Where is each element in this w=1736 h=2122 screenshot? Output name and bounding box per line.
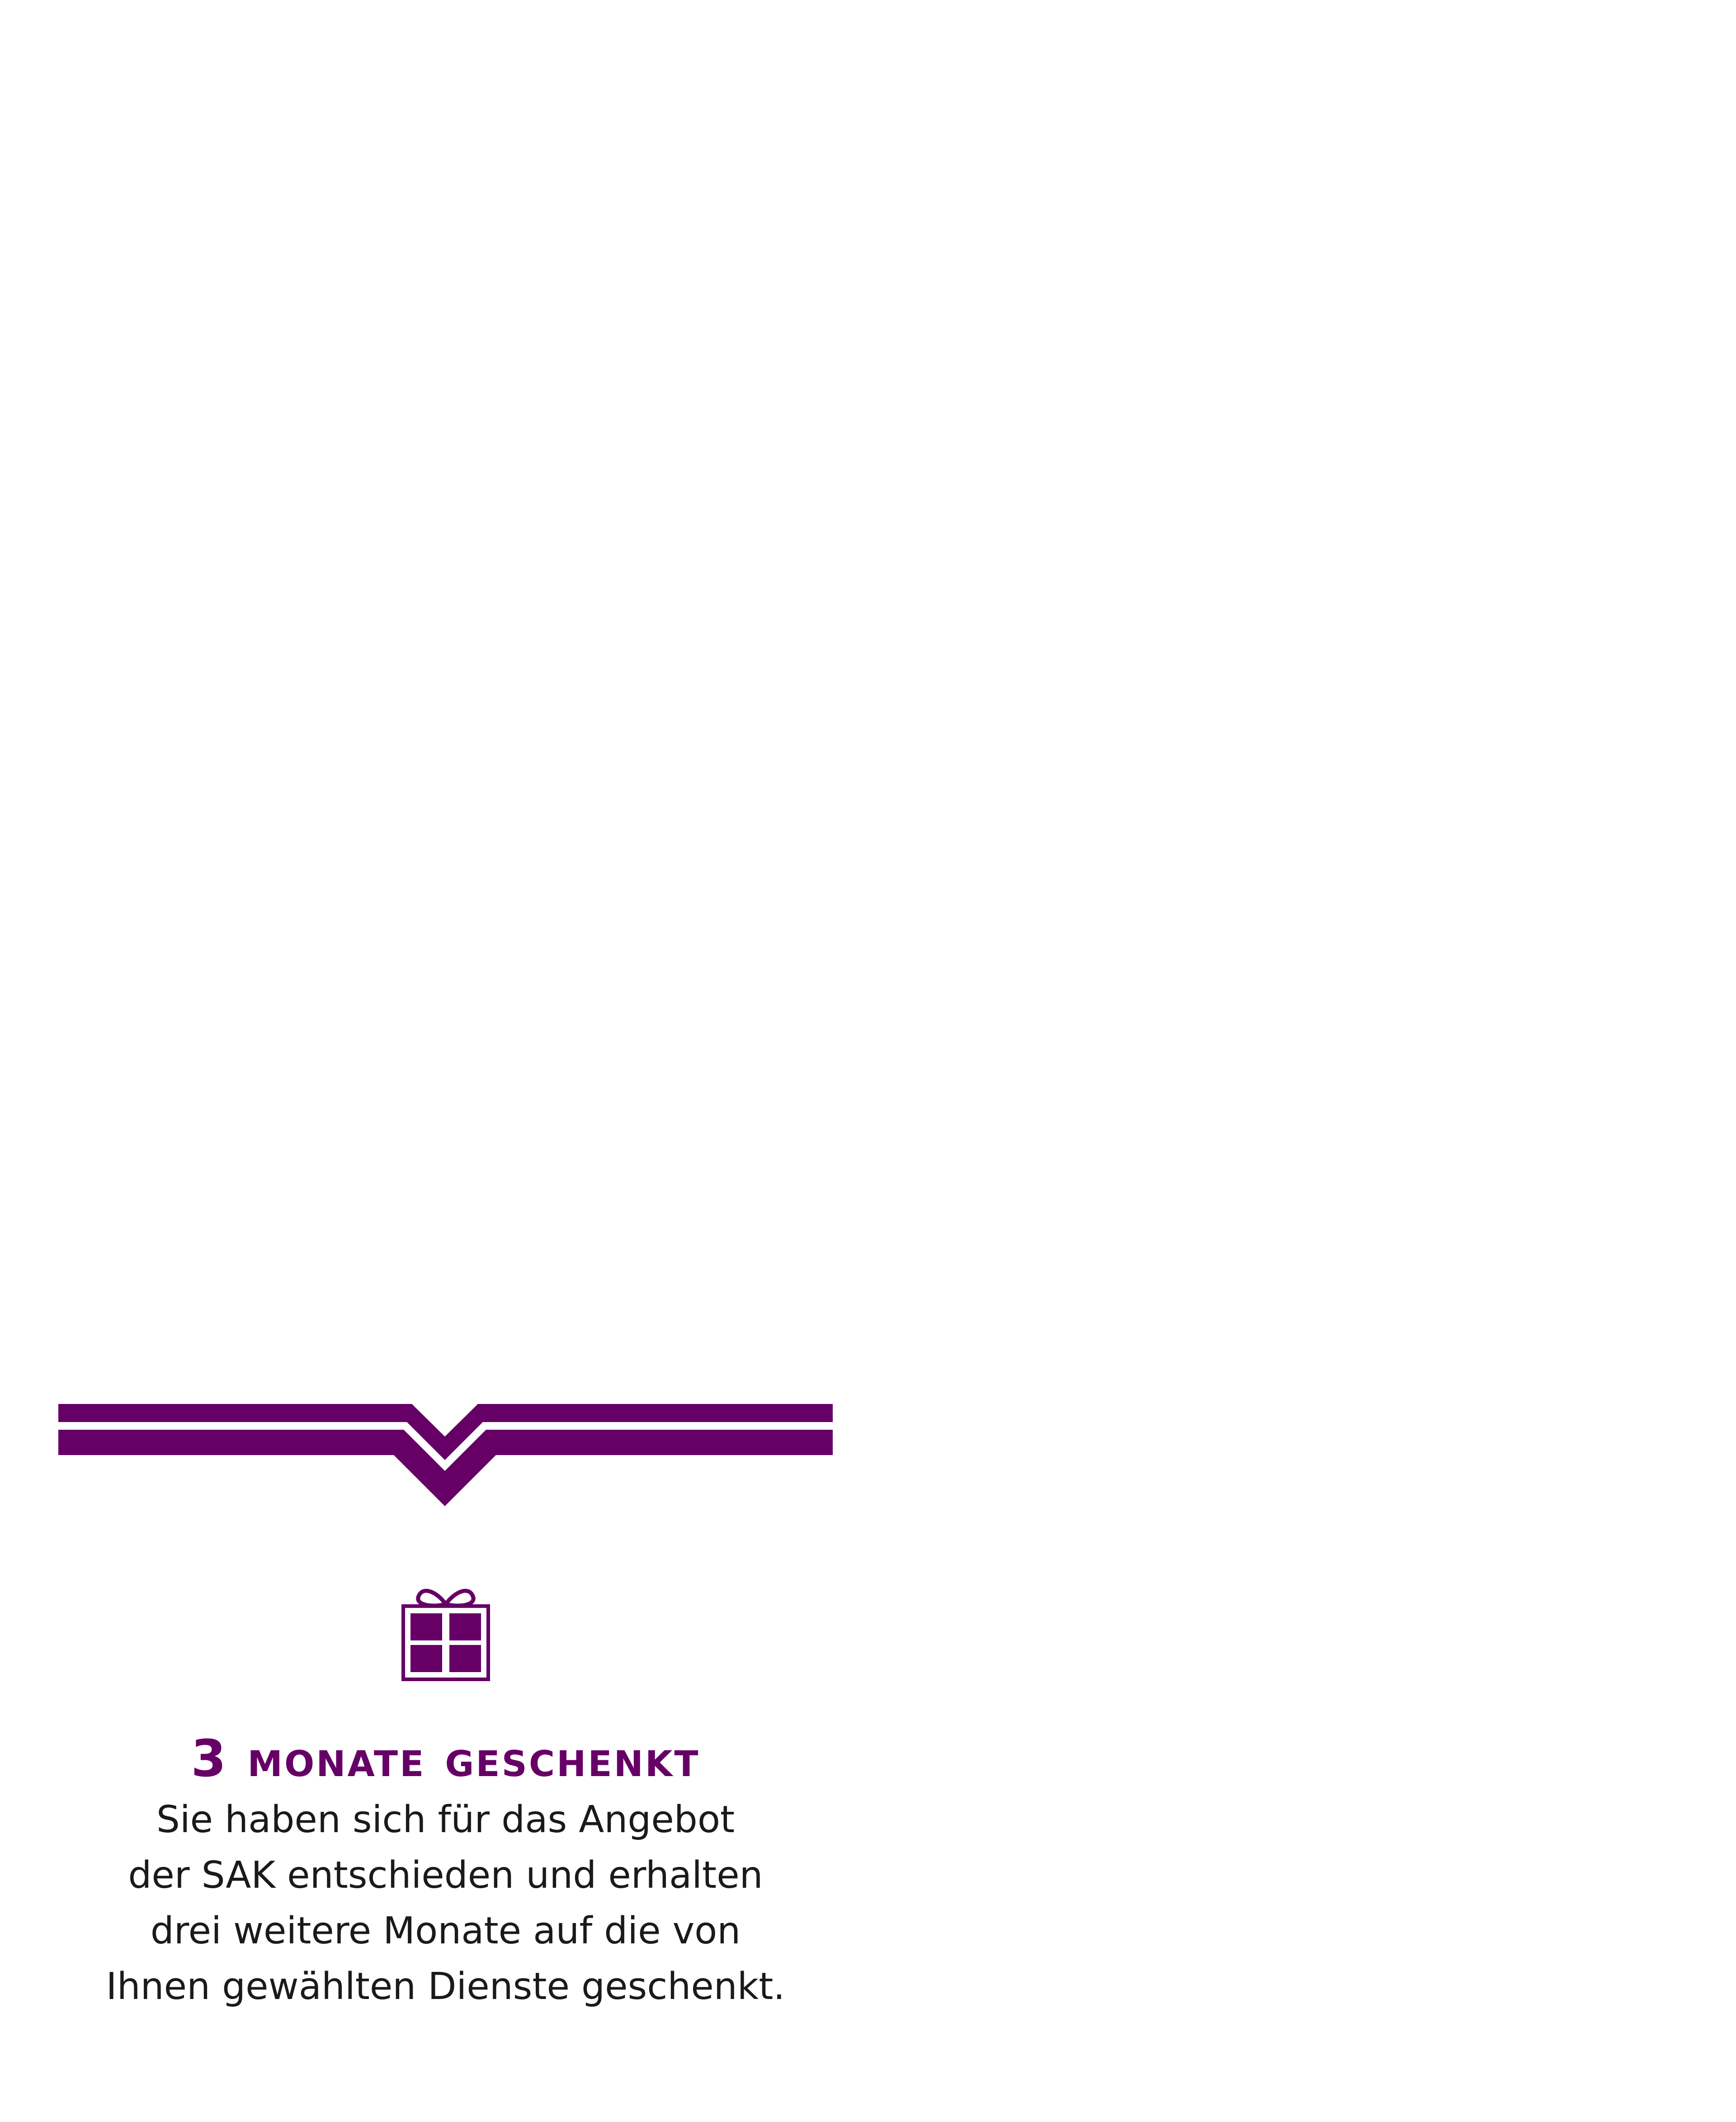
offer-title: 3 Monate geschenkt	[191, 1730, 700, 1788]
offer-block: 3 Monate geschenkt Sie haben sich für da…	[58, 1730, 833, 2014]
offer-description: Sie haben sich für das Angebot der SAK e…	[58, 1792, 833, 2014]
ribbon-divider-icon	[58, 1404, 833, 1506]
offer-description-line: Sie haben sich für das Angebot	[156, 1798, 735, 1841]
offer-description-line: Ihnen gewählten Dienste geschenkt.	[106, 1965, 785, 2008]
gift-icon	[401, 1588, 490, 1681]
offer-description-line: der SAK entschieden und erhalten	[128, 1854, 763, 1897]
offer-description-line: drei weitere Monate auf die von	[150, 1909, 741, 1952]
